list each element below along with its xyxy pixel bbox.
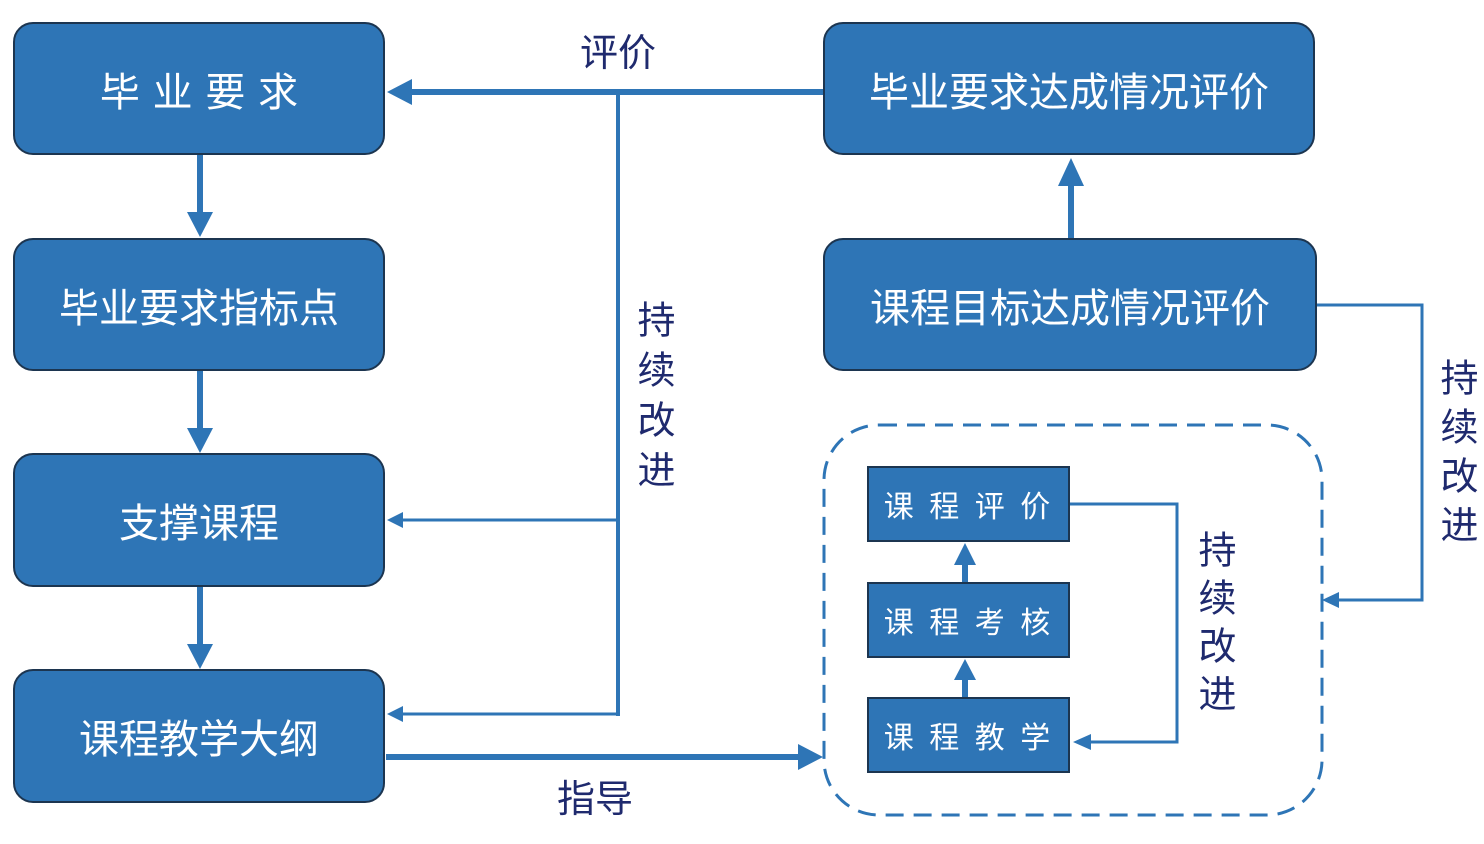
- box-course-goal-achievement-evaluation: 课程目标达成情况评价: [823, 238, 1317, 371]
- arrow-assessment-to-evaluation: [954, 543, 976, 582]
- arrow-requirements-to-indicators: [187, 155, 213, 237]
- arrow-improvement-to-courses: [387, 512, 618, 528]
- label-improve-right: 持续改进: [1434, 358, 1478, 554]
- arrow-teaching-to-assessment: [954, 659, 976, 697]
- arrow-evaluation-to-teaching-loop: [1070, 502, 1179, 750]
- box-course-teaching: 课 程 教 学: [867, 697, 1070, 773]
- label-improve-center: 持续改进: [631, 300, 675, 500]
- box-indicator-points: 毕业要求指标点: [13, 238, 385, 371]
- box-graduation-requirements: 毕 业 要 求: [13, 22, 385, 155]
- box-course-evaluation: 课 程 评 价: [867, 466, 1070, 542]
- label-evaluate: 评价: [579, 31, 656, 75]
- arrow-improvement-to-syllabus: [387, 706, 618, 722]
- arrow-goal-eval-to-requirement-eval: [1058, 158, 1084, 238]
- box-syllabus: 课程教学大纲: [13, 669, 385, 803]
- box-supporting-courses: 支撑课程: [13, 453, 385, 587]
- box-course-assessment: 课 程 考 核: [867, 582, 1070, 658]
- arrow-indicators-to-courses: [187, 371, 213, 453]
- arrow-goal-eval-to-cycle: [1317, 303, 1424, 608]
- label-improve-cycle: 持续改进: [1192, 530, 1236, 722]
- arrow-courses-to-syllabus: [187, 587, 213, 669]
- arrow-evaluation-to-requirements: [387, 79, 823, 105]
- arrow-syllabus-guides-cycle: [386, 744, 823, 770]
- box-requirement-achievement-evaluation: 毕业要求达成情况评价: [823, 22, 1315, 155]
- label-guide: 指导: [556, 777, 633, 821]
